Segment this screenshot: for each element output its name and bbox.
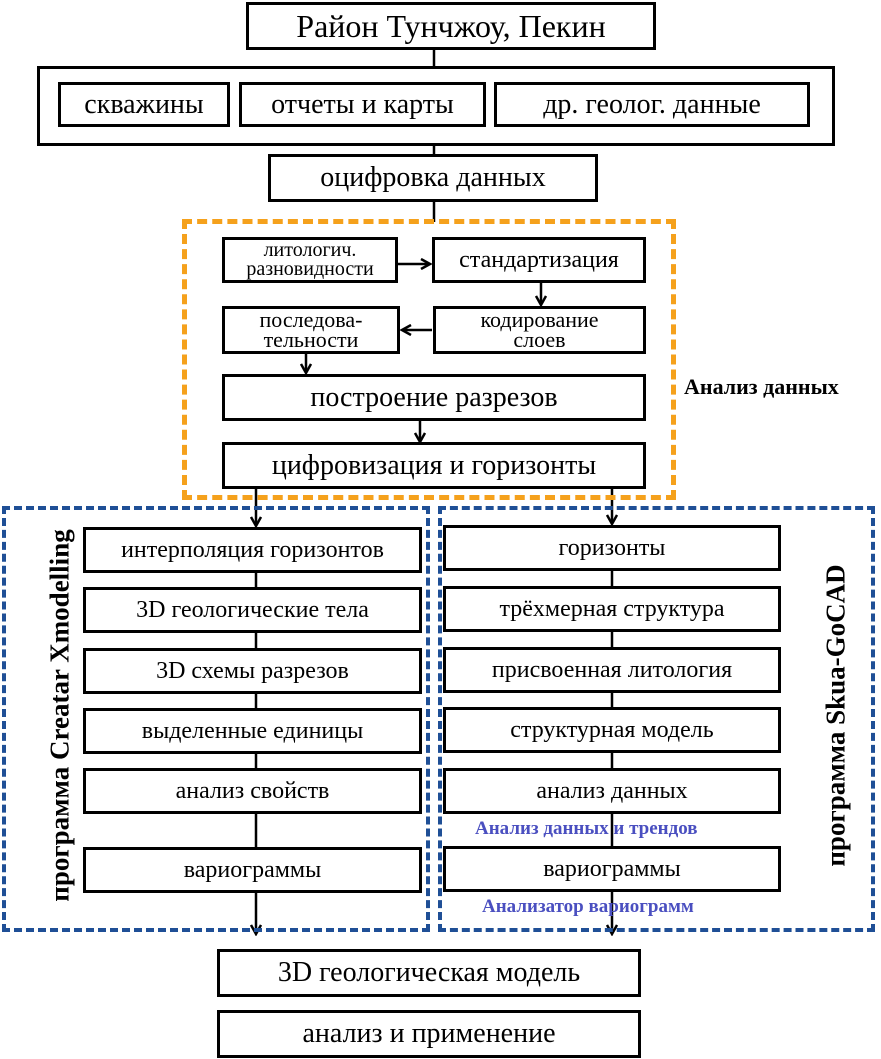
left-step-5: анализ свойств	[83, 768, 422, 814]
right-program-group	[438, 506, 875, 932]
note-variogram-analyzer: Анализатор вариограмм	[482, 896, 694, 917]
lithology-line-1: литологич.	[263, 239, 357, 261]
lithology-box: литологич. разновидности	[222, 237, 398, 283]
sections-box: построение разрезов	[222, 374, 646, 421]
left-step-3: 3D схемы разрезов	[83, 648, 422, 694]
right-step-4: структурная модель	[443, 707, 781, 753]
source-wells: скважины	[58, 82, 230, 127]
right-step-5: анализ данных	[443, 768, 781, 814]
right-step-3: присвоенная литология	[443, 647, 781, 693]
sequences-line-2: тельности	[263, 327, 359, 352]
right-program-label: программа Skua-GoCAD	[820, 564, 851, 867]
coding-box: кодирование слоев	[433, 306, 646, 354]
title-box: Район Тунчжоу, Пекин	[246, 2, 656, 50]
analysis-group	[182, 219, 676, 500]
left-step-1: интерполяция горизонтов	[83, 527, 422, 573]
coding-line-2: слоев	[513, 327, 566, 352]
right-step-1: горизонты	[443, 525, 781, 571]
sequences-box: последова- тельности	[222, 306, 400, 354]
digitization-box: цифровизация и горизонты	[222, 442, 646, 489]
lithology-line-2: разновидности	[246, 258, 374, 280]
left-program-label: программа Creatar Xmodelling	[44, 529, 75, 902]
left-step-4: выделенные единицы	[83, 708, 422, 754]
standardization-box: стандартизация	[432, 237, 646, 283]
sequences-line-1: последова-	[259, 307, 363, 332]
analysis-label: Анализ данных	[684, 374, 839, 399]
left-step-6: вариограммы	[83, 847, 422, 893]
right-step-6: вариограммы	[443, 846, 781, 892]
source-reports-maps: отчеты и карты	[239, 82, 486, 127]
source-other-geodata: др. геолог. данные	[494, 82, 810, 127]
left-program-group	[2, 506, 430, 932]
right-step-2: трёхмерная структура	[443, 586, 781, 632]
note-trend-analysis: Анализ данных и трендов	[475, 818, 698, 839]
coding-line-1: кодирование	[480, 307, 599, 332]
output-3d-model: 3D геологическая модель	[217, 949, 641, 997]
left-step-2: 3D геологические тела	[83, 587, 422, 633]
digitize-box: оцифровка данных	[268, 154, 598, 202]
output-analysis-application: анализ и применение	[217, 1010, 641, 1058]
